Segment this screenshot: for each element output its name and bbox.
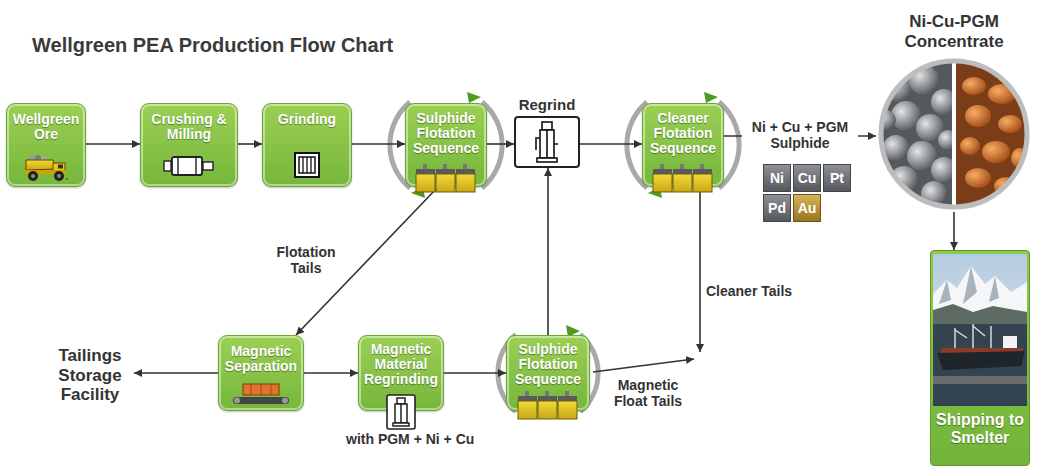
- concentrate-photo: [878, 58, 1030, 210]
- flow-arrow: [134, 372, 218, 374]
- node-label: Magnetic Separation: [219, 344, 303, 374]
- float-tails-line: [593, 359, 694, 372]
- flotation-cells-icon: [416, 164, 475, 192]
- flow-note: Cleaner Tails: [706, 284, 806, 300]
- element-tile: Pt: [823, 164, 851, 192]
- flow-arrow: [304, 372, 358, 374]
- node-label: Tailings Storage Facility: [46, 346, 134, 405]
- flotation-cells-icon: [653, 164, 712, 192]
- recycle-arrowhead: [704, 92, 718, 103]
- element-tile: Au: [793, 194, 821, 222]
- harbour-photo: [933, 254, 1027, 406]
- regrind-box: [514, 116, 580, 168]
- node-label: Pd: [764, 195, 790, 221]
- regrind-mill-icon: [387, 395, 415, 429]
- element-tile: Cu: [793, 164, 821, 192]
- cleaner-tails-line: [699, 190, 701, 352]
- node-label: Crushing & Milling: [141, 112, 237, 142]
- node-label: Cleaner Flotation Sequence: [643, 111, 723, 156]
- vertical-mill-icon: [532, 120, 562, 164]
- node-label: Ni-Cu-PGM Concentrate: [876, 12, 1032, 51]
- harbour-photo: [933, 254, 1027, 406]
- magnet-icon: [231, 382, 291, 408]
- flow-arrow: [547, 168, 549, 335]
- flotation-cells-icon: [651, 164, 715, 194]
- process-box: Sulphide Flotation Sequence: [405, 103, 487, 187]
- concentrate-photo: [876, 58, 1030, 210]
- concentrate-circle: Ni-Cu-PGM Concentrate: [876, 12, 1032, 212]
- flotation-cells-icon: [414, 164, 478, 194]
- diagram-title: Wellgreen PEA Production Flow Chart: [32, 34, 393, 57]
- node-label: Pt: [824, 165, 850, 191]
- flotation-cells-icon: [516, 391, 580, 421]
- process-box: Cleaner Flotation Sequence: [642, 103, 724, 187]
- mill-icon: [164, 157, 213, 175]
- shipping-box: Shipping to Smelter: [930, 250, 1030, 466]
- node-label: Sulphide Flotation Sequence: [406, 111, 486, 156]
- flow-arrow: [953, 212, 955, 250]
- truck-icon: [25, 155, 68, 181]
- process-box: Magnetic Separation: [218, 335, 304, 411]
- gearbox-icon: [294, 152, 320, 178]
- truck-icon: [23, 154, 69, 182]
- process-box: Crushing & Milling: [140, 103, 238, 187]
- flow-note: with PGM + Ni + Cu: [346, 432, 526, 448]
- process-box: Grinding: [262, 103, 352, 187]
- flow-arrow: [86, 143, 140, 145]
- element-tile: Ni: [763, 164, 791, 192]
- node-label: Shipping to Smelter: [931, 411, 1029, 446]
- tailings-node: Tailings Storage Facility: [46, 346, 134, 408]
- process-box: Sulphide Flotation Sequence: [506, 335, 590, 411]
- mill-icon: [162, 154, 216, 178]
- flow-arrow: [238, 143, 262, 145]
- process-box: Wellgreen Ore: [6, 103, 86, 187]
- magnet-icon: [233, 384, 289, 404]
- element-tile: Pd: [763, 194, 791, 222]
- edge-label: Flotation Tails: [269, 244, 343, 277]
- flow-arrow: [352, 143, 405, 145]
- regrind-mill-icon: [386, 394, 416, 430]
- node-label: Grinding: [263, 112, 351, 127]
- flow-arrow: [580, 143, 642, 145]
- gearbox-icon: [295, 153, 319, 177]
- node-label: Magnetic Material Regrinding: [359, 342, 443, 387]
- flotation-cells-icon: [518, 391, 577, 419]
- node-label: Wellgreen Ore: [7, 112, 85, 142]
- edge-label: Ni + Cu + PGM Sulphide: [742, 119, 858, 152]
- regrind-unit: Regrind: [514, 96, 580, 168]
- process-box: Magnetic Material Regrinding: [358, 335, 444, 411]
- node-label: Sulphide Flotation Sequence: [507, 342, 589, 387]
- node-label: Au: [794, 195, 820, 221]
- flow-arrow: [444, 372, 506, 374]
- node-label: Ni: [764, 165, 790, 191]
- vertical-mill-icon: [536, 122, 558, 162]
- flow-arrow: [487, 143, 514, 145]
- node-label: Regrind: [514, 96, 580, 114]
- node-label: Cu: [794, 165, 820, 191]
- recycle-arrowhead: [467, 92, 481, 103]
- flow-note: Magnetic Float Tails: [608, 378, 688, 409]
